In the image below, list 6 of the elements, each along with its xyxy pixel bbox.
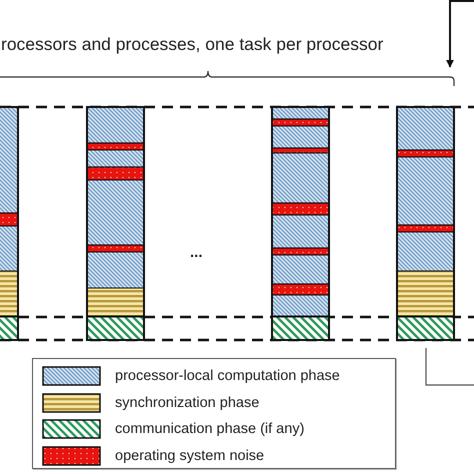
- legend-label: operating system noise: [115, 448, 264, 464]
- legend-label: synchronization phase: [115, 394, 260, 410]
- legend-label: communication phase (if any): [115, 421, 304, 437]
- ellipsis-label: ...: [190, 244, 203, 261]
- legend-label: processor-local computation phase: [115, 368, 340, 384]
- brace-label: rocessors and processes, one task per processor: [1, 34, 384, 55]
